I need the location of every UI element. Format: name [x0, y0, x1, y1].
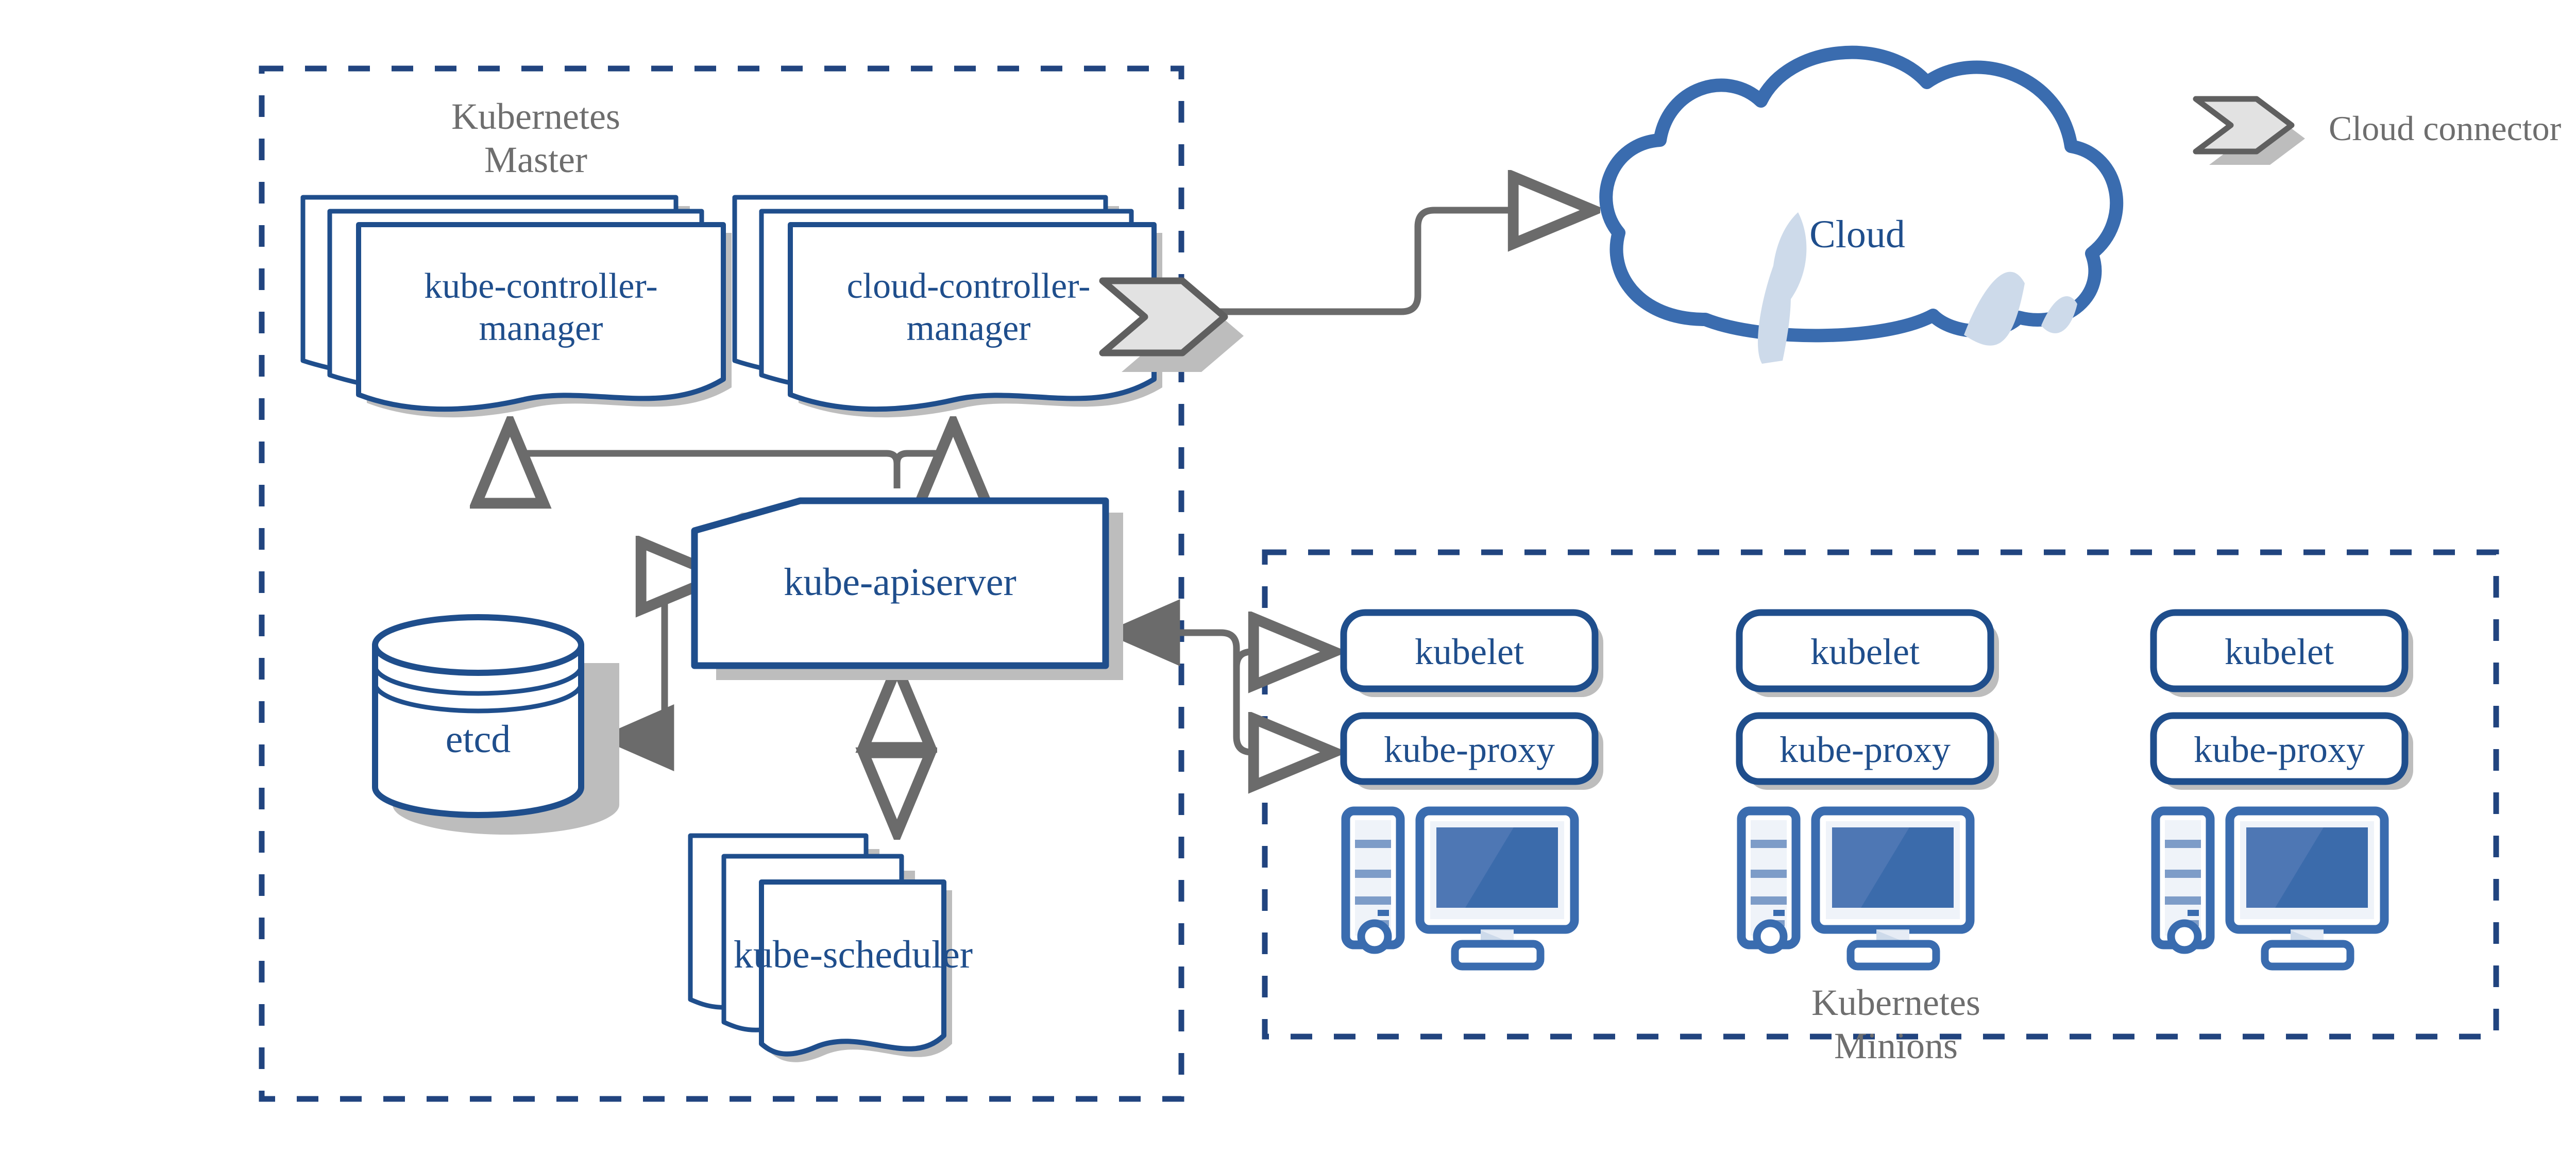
etcd-top-ellipse — [372, 614, 584, 676]
cloud-connector-icon — [2193, 96, 2295, 155]
cloud-accent-3 — [1964, 272, 2025, 346]
node-cloud-controller-manager[interactable]: cloud-controller- manager — [732, 195, 1162, 418]
connector-layer — [510, 210, 1591, 830]
connector-etcd-apiserver — [602, 576, 719, 738]
kubelet-3-box[interactable] — [2150, 609, 2409, 692]
master-dashed-border — [259, 65, 1184, 1102]
computer-icon-2 — [1737, 806, 1975, 971]
master-group-label-line2: Master — [484, 139, 587, 180]
kube-controller-manager-label-line1: kube-controller- — [424, 266, 657, 306]
legend-label: Cloud connector — [2329, 109, 2562, 148]
node-etcd[interactable]: etcd — [372, 614, 619, 835]
connector-apiserver-to-kubelet — [1233, 652, 1331, 667]
kube-scheduler-sheet-1 — [759, 879, 946, 1057]
kube-proxy-1-box[interactable] — [1340, 712, 1599, 785]
legend: Cloud connector — [2193, 96, 2562, 165]
kubelet-2-label: kubelet — [1810, 631, 1920, 672]
computer-icon-3 — [2151, 806, 2389, 971]
minions-group-label-line1: Kubernetes — [1811, 982, 1980, 1023]
etcd-band-2 — [372, 683, 584, 714]
etcd-band-1 — [372, 665, 584, 696]
master-group-label-line1: Kubernetes — [451, 96, 620, 137]
cloud-accent-2 — [1757, 252, 1791, 364]
node-kube-apiserver[interactable]: kube-apiserver — [691, 497, 1123, 680]
kubernetes-minions-group — [1262, 549, 2499, 1040]
minions-group-label-line2: Minions — [1834, 1025, 1958, 1066]
kube-apiserver-shape — [691, 497, 1109, 669]
cloud-connector-inline-shape — [1099, 277, 1228, 357]
computer-icon-1 — [1341, 806, 1579, 971]
cloud-connector-icon-inline — [1099, 277, 1244, 372]
kube-proxy-3-label: kube-proxy — [2194, 729, 2365, 770]
cloud-controller-manager-label-line1: cloud-controller- — [847, 266, 1091, 306]
kubelet-3-label: kubelet — [2225, 631, 2334, 672]
node-kube-scheduler[interactable]: kube-scheduler — [688, 833, 973, 1062]
minion-node-3[interactable]: kubelet kube-proxy — [2150, 609, 2413, 971]
cloud-label: Cloud — [1809, 213, 1905, 256]
node-cloud[interactable]: Cloud — [1599, 45, 2124, 364]
cloud-controller-manager-label-line2: manager — [907, 309, 1031, 348]
cloud-controller-manager-sheet-1 — [788, 222, 1157, 412]
cloud-shape — [1599, 45, 2124, 343]
kubelet-2-box[interactable] — [1736, 609, 1994, 692]
kubernetes-master-group — [259, 65, 1184, 1102]
minion-node-1[interactable]: kubelet kube-proxy — [1340, 609, 1603, 971]
connector-apiserver-to-kube-proxy — [1108, 633, 1331, 752]
kube-controller-manager-label-line2: manager — [479, 309, 603, 348]
connector-apiserver-to-kube-controller-manager — [510, 426, 901, 488]
minions-dashed-border — [1262, 549, 2499, 1040]
minion-node-2[interactable]: kubelet kube-proxy — [1736, 609, 1999, 971]
node-kube-controller-manager[interactable]: kube-controller- manager — [300, 195, 732, 418]
kube-proxy-3-box[interactable] — [2150, 712, 2409, 785]
kube-proxy-2-box[interactable] — [1736, 712, 1994, 785]
connector-cloud-controller-manager-to-cloud — [1162, 210, 1591, 315]
connector-apiserver-to-cloud-controller-manager — [893, 426, 953, 488]
kube-controller-manager-sheet-1 — [356, 222, 726, 412]
kube-proxy-1-label: kube-proxy — [1384, 729, 1555, 770]
etcd-label: etcd — [446, 718, 511, 761]
kube-scheduler-label: kube-scheduler — [734, 933, 973, 976]
cloud-accent-4 — [2041, 296, 2077, 333]
kubelet-1-box[interactable] — [1340, 609, 1599, 692]
kubelet-1-label: kubelet — [1415, 631, 1524, 672]
kube-proxy-2-label: kube-proxy — [1780, 729, 1951, 770]
kube-apiserver-label: kube-apiserver — [784, 561, 1016, 604]
